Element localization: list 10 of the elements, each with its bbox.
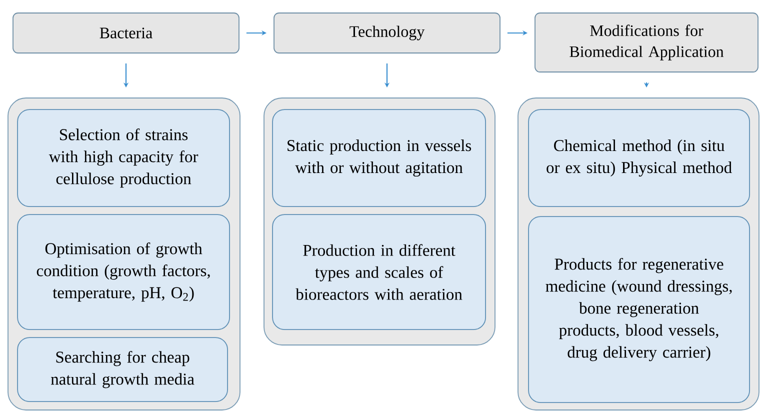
step-box: Optimisation of growth condition (growth factors, temperature, pH, O$_{2}$): [17, 214, 230, 330]
step-box: Searching for cheap natural growth media: [17, 337, 228, 402]
step-box: Chemical method (in situ or ex situ) Physical method: [528, 109, 750, 207]
header-box: Bacteria: [12, 12, 240, 54]
step-box: Selection of strains with high capacity for cellulose production: [17, 109, 230, 207]
step-box: Products for regenerative medicine (wound dressings, bone regeneration products, blood vessels, drug delivery carrier): [528, 216, 750, 403]
header-box: Modifications for Biomedical Application: [534, 12, 758, 72]
step-box: Production in different types and scales of bioreactors with aeration: [272, 214, 486, 330]
header-box: Technology: [274, 12, 500, 54]
step-box: Static production in vessels with or without agitation: [272, 109, 486, 207]
